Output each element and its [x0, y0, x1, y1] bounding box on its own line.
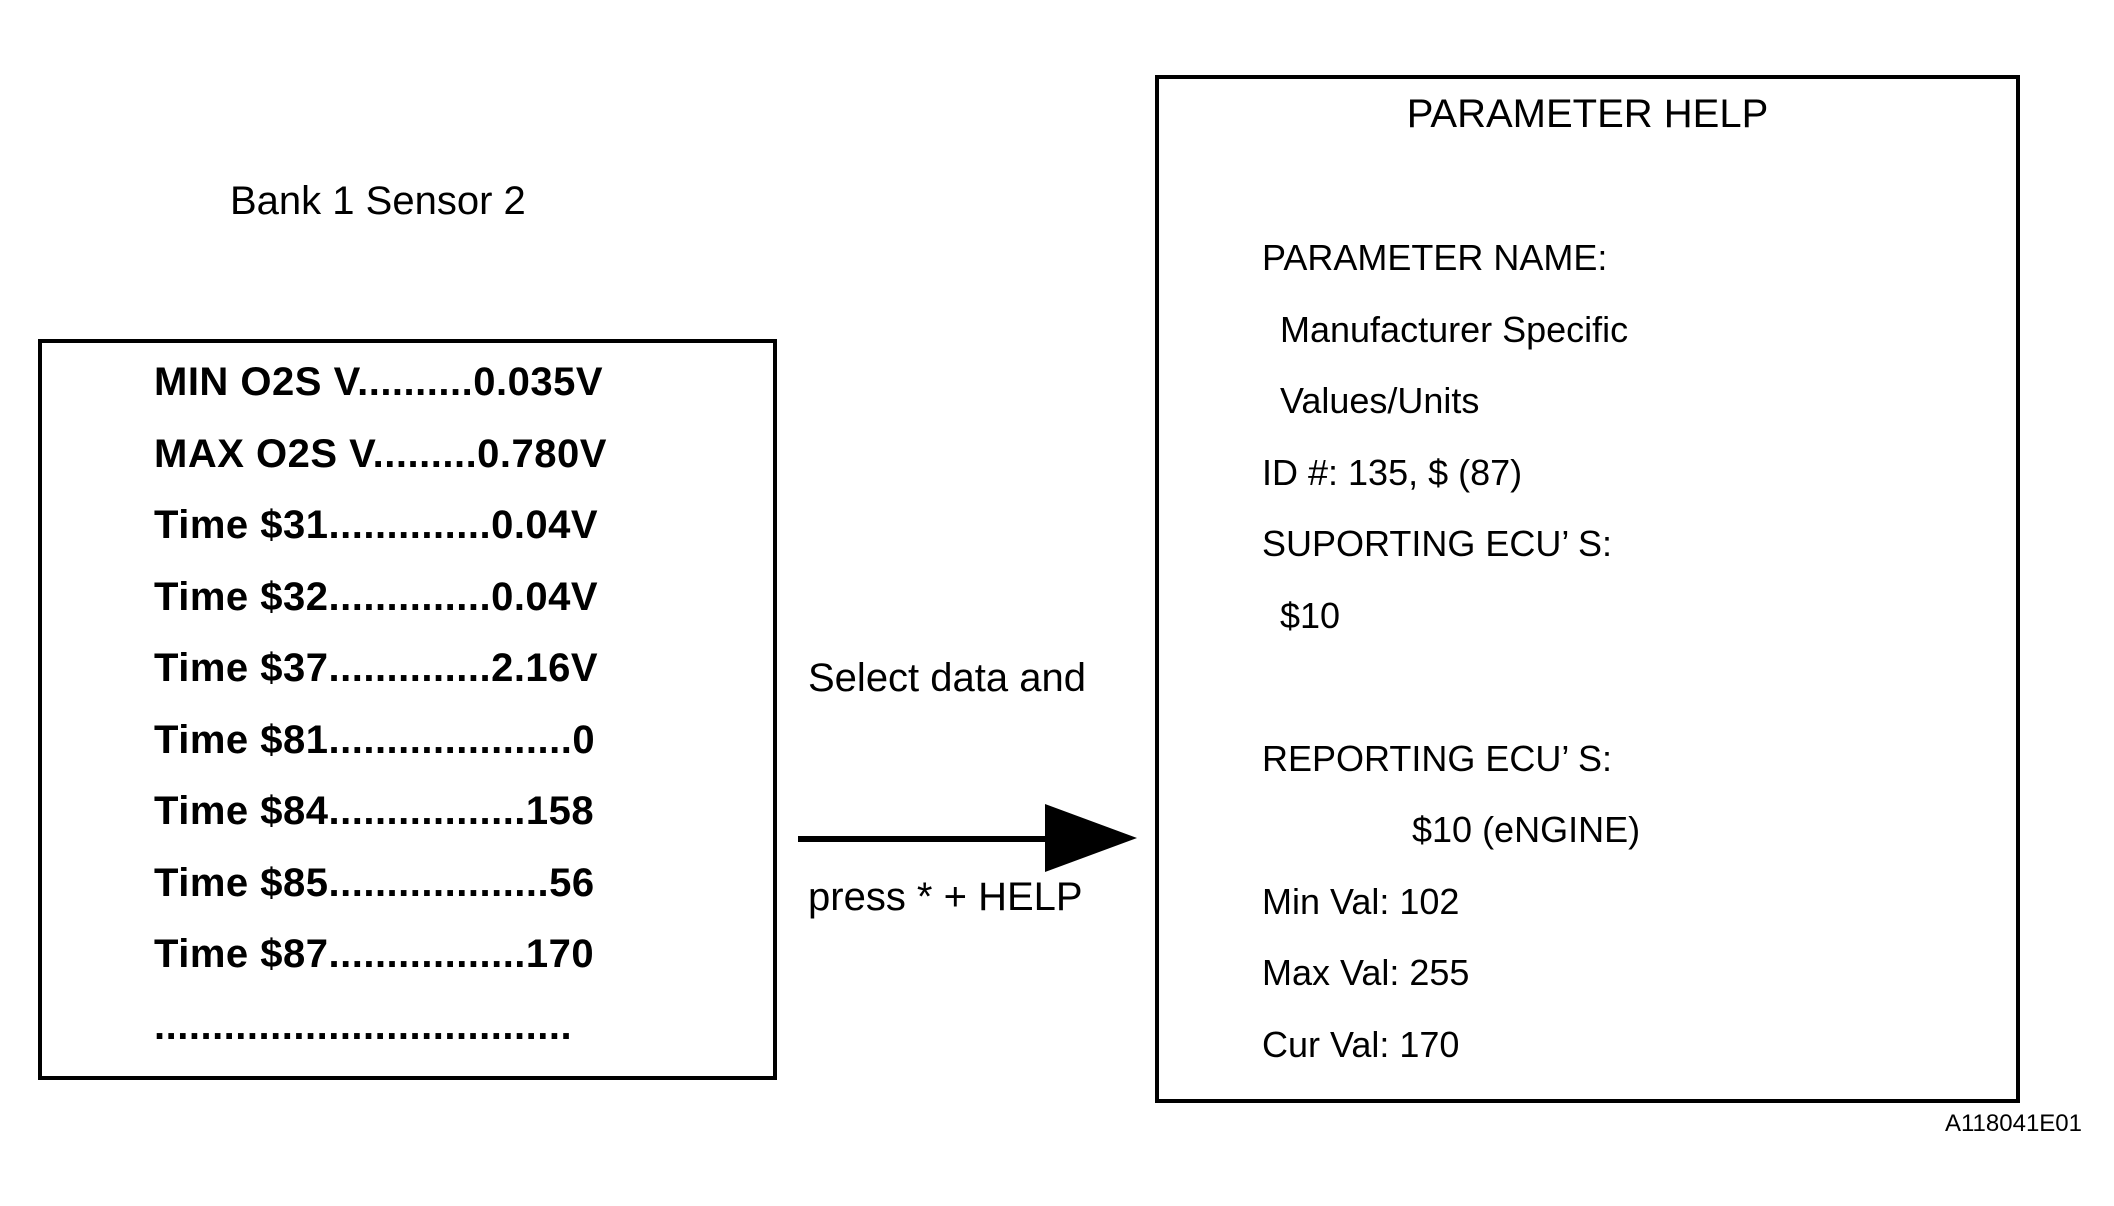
parameter-help-line: PARAMETER NAME: [1262, 237, 1608, 278]
data-list-line: Time $37..............2.16V [154, 646, 599, 690]
instruction-line: Select data and [808, 656, 1086, 700]
data-list-line: MAX O2S V.........0.780V [154, 431, 607, 476]
data-list-line: Time $32..............0.04V [154, 574, 599, 619]
data-list-line: Time $85...................56 [154, 860, 595, 905]
data-list-caption: Bank 1 Sensor 2 [230, 179, 526, 223]
blank-line [1159, 651, 2016, 723]
data-list-line: Time $81.....................0 [154, 717, 596, 762]
transition-instruction: Select data and press * + HELP [808, 496, 1086, 1080]
instruction-line: press * + HELP [808, 875, 1083, 919]
data-list-ellipsis-line: .................................... [154, 1003, 573, 1048]
parameter-help-line: REPORTING ECU’ S: [1262, 737, 1613, 779]
parameter-help-line: $10 [1280, 594, 1341, 636]
data-list-line: Time $84.................158 [154, 789, 595, 833]
parameter-help-line: Min Val: 102 [1262, 880, 1460, 922]
parameter-help-line: Max Val: 255 [1262, 952, 1470, 993]
data-list-line: Time $31..............0.04V [154, 503, 599, 547]
data-list-line: Time $87.................170 [154, 932, 595, 976]
parameter-help-line: Cur Val: 170 [1262, 1023, 1460, 1065]
data-list-screen: MIN O2S V..........0.035V MAX O2S V.....… [38, 339, 777, 1080]
figure-code: A118041E01 [1944, 1110, 2082, 1137]
parameter-help-line: Manufacturer Specific [1280, 308, 1629, 350]
arrow-head [1045, 804, 1137, 872]
parameter-help-line: ID #: 135, $ (87) [1262, 451, 1523, 493]
parameter-help-screen: PARAMETER HELP PARAMETER NAME: Manufactu… [1155, 75, 2020, 1103]
arrow-shaft [798, 836, 1048, 842]
data-list-line: MIN O2S V..........0.035V [154, 360, 604, 404]
parameter-help-line: $10 (eNGINE) [1412, 809, 1641, 850]
parameter-help-line: SUPORTING ECU’ S: [1262, 523, 1613, 564]
parameter-help-title: PARAMETER HELP [1406, 92, 1769, 136]
blank-line [1159, 151, 2016, 223]
parameter-help-line: Values/Units [1280, 380, 1480, 421]
